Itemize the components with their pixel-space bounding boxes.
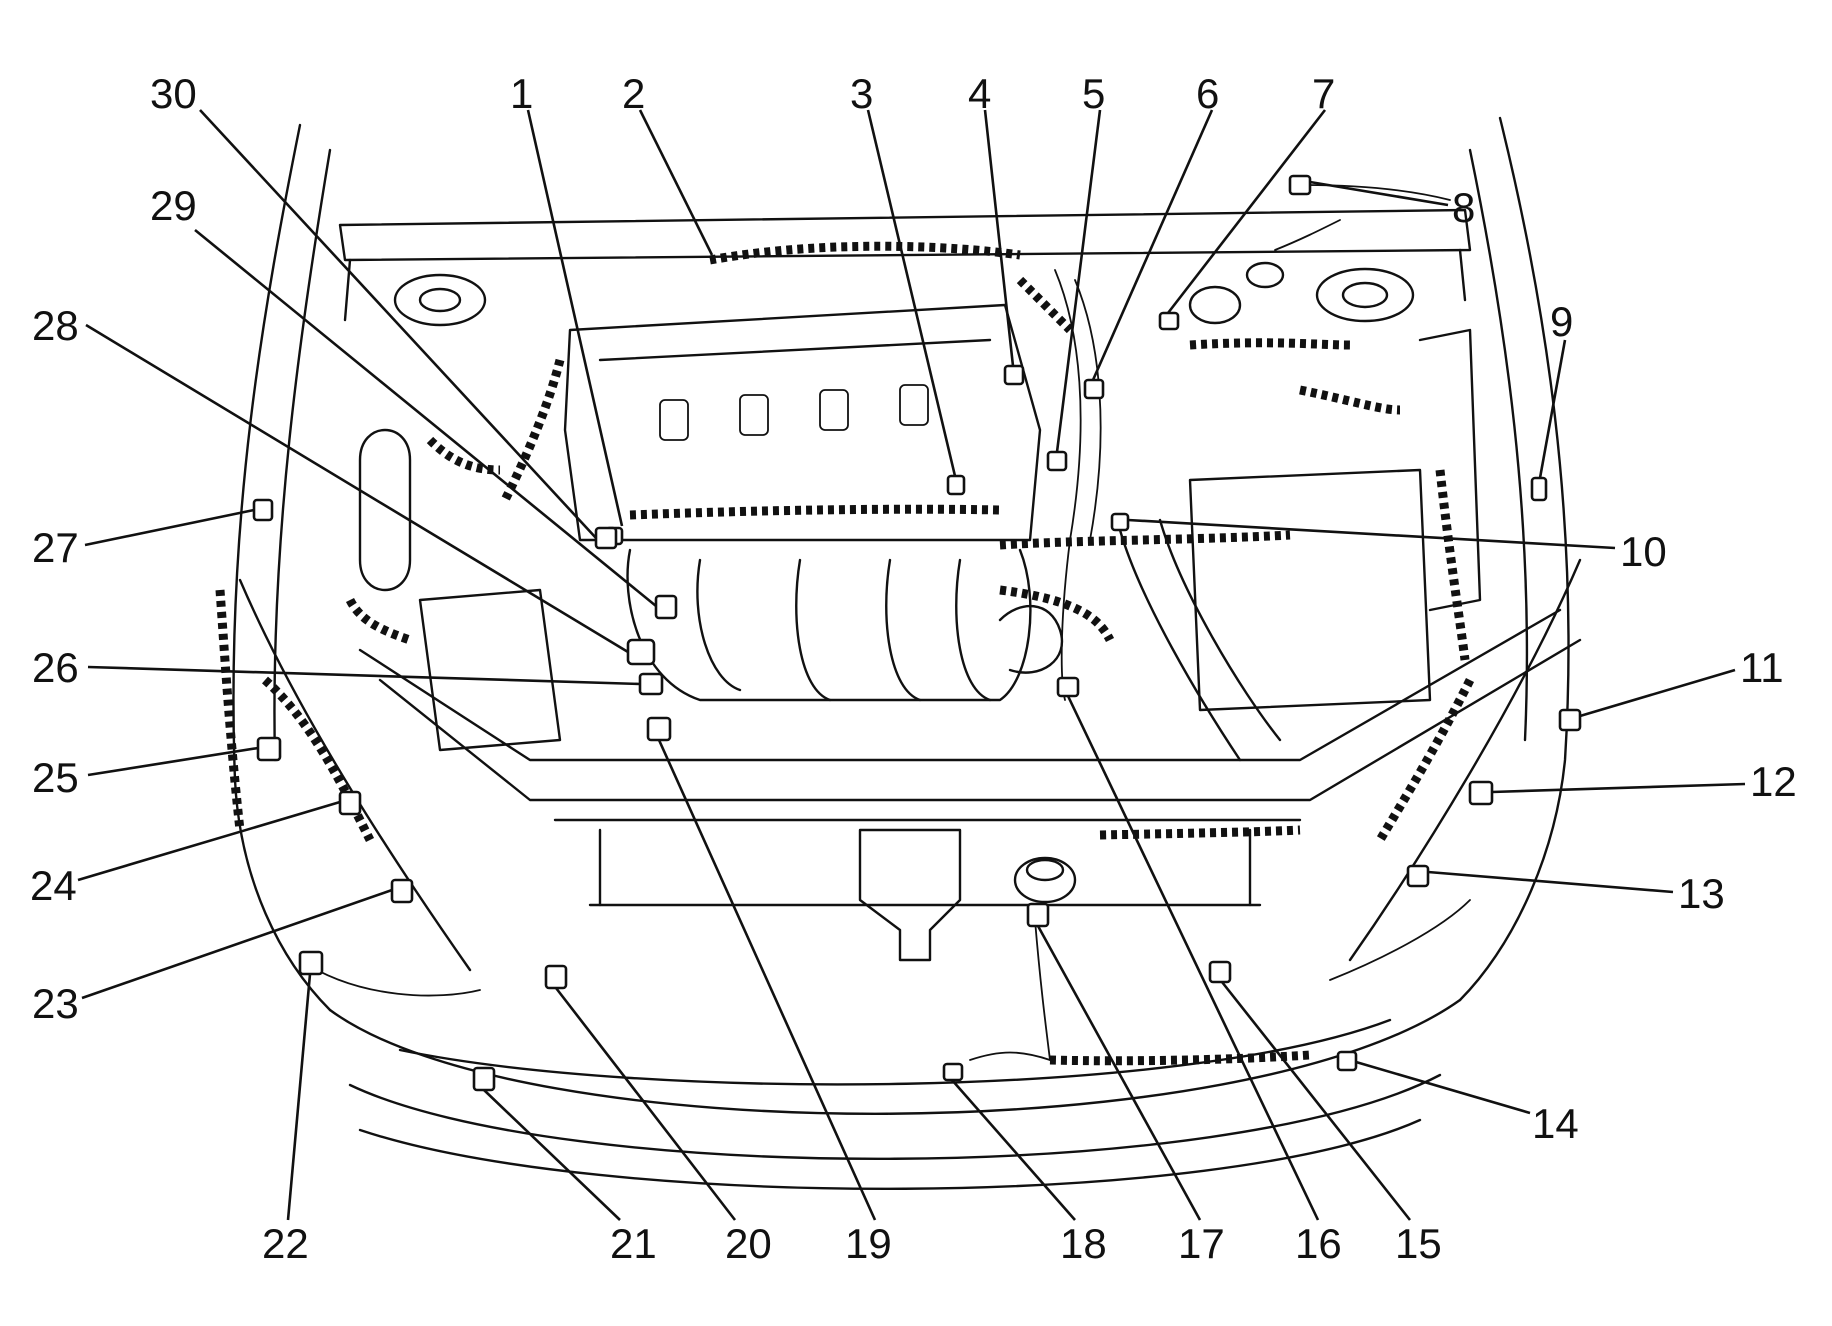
- callout-29: 29: [150, 182, 197, 229]
- callout-labels: 1 2 3 4 5 6 7 8 9 10 11 12 13 14 15 16 1…: [30, 70, 1797, 1267]
- callout-2: 2: [622, 70, 645, 117]
- callout-5: 5: [1082, 70, 1105, 117]
- callout-8: 8: [1452, 184, 1475, 231]
- callout-26: 26: [32, 644, 79, 691]
- connector-28: [626, 638, 656, 666]
- connector-16: [1056, 676, 1080, 698]
- callout-15: 15: [1395, 1220, 1442, 1267]
- callout-21: 21: [610, 1220, 657, 1267]
- wiring-harness: [215, 184, 1475, 1066]
- connector-7: [1158, 311, 1180, 331]
- connector-29: [654, 594, 678, 620]
- connector-27: [252, 498, 274, 522]
- connector-24: [338, 790, 362, 816]
- connector-3: [946, 474, 966, 496]
- callout-28: 28: [32, 302, 79, 349]
- callout-10: 10: [1620, 528, 1667, 575]
- callout-20: 20: [725, 1220, 772, 1267]
- callout-18: 18: [1060, 1220, 1107, 1267]
- callout-27: 27: [32, 524, 79, 571]
- connector-19: [646, 716, 672, 742]
- connector-13: [1406, 864, 1430, 888]
- callout-6: 6: [1196, 70, 1219, 117]
- connector-20: [544, 964, 568, 990]
- callout-25: 25: [32, 754, 79, 801]
- callout-14: 14: [1532, 1100, 1579, 1147]
- connector-6: [1083, 378, 1105, 400]
- vehicle-body-outline: [232, 116, 1582, 1190]
- connector-5: [1046, 450, 1068, 472]
- callout-4: 4: [968, 70, 991, 117]
- connector-25: [256, 736, 282, 762]
- connectors: [252, 174, 1582, 1092]
- leader-lines: [77, 109, 1746, 1221]
- connector-9: [1530, 476, 1548, 502]
- callout-9: 9: [1550, 298, 1573, 345]
- connector-17: [1026, 902, 1050, 928]
- callout-30: 30: [150, 70, 197, 117]
- connector-14: [1336, 1050, 1358, 1072]
- connector-10: [1110, 512, 1130, 532]
- connector-15: [1208, 960, 1232, 984]
- callout-19: 19: [845, 1220, 892, 1267]
- connector-11: [1558, 708, 1582, 732]
- connector-4: [1003, 364, 1025, 386]
- callout-23: 23: [32, 980, 79, 1027]
- connector-26: [638, 672, 664, 696]
- callout-16: 16: [1295, 1220, 1342, 1267]
- callout-12: 12: [1750, 758, 1797, 805]
- callout-7: 7: [1312, 70, 1335, 117]
- callout-24: 24: [30, 862, 77, 909]
- engine-block: [358, 261, 1482, 962]
- connector-12: [1468, 780, 1494, 806]
- connector-22: [298, 950, 324, 976]
- connector-30: [594, 526, 618, 550]
- callout-11: 11: [1740, 644, 1784, 691]
- callout-22: 22: [262, 1220, 309, 1267]
- callout-1: 1: [510, 70, 533, 117]
- connector-21: [472, 1066, 496, 1092]
- callout-17: 17: [1178, 1220, 1225, 1267]
- connector-18: [942, 1062, 964, 1082]
- connector-23: [390, 878, 414, 904]
- callout-3: 3: [850, 70, 873, 117]
- callout-13: 13: [1678, 870, 1725, 917]
- connector-8: [1288, 174, 1312, 196]
